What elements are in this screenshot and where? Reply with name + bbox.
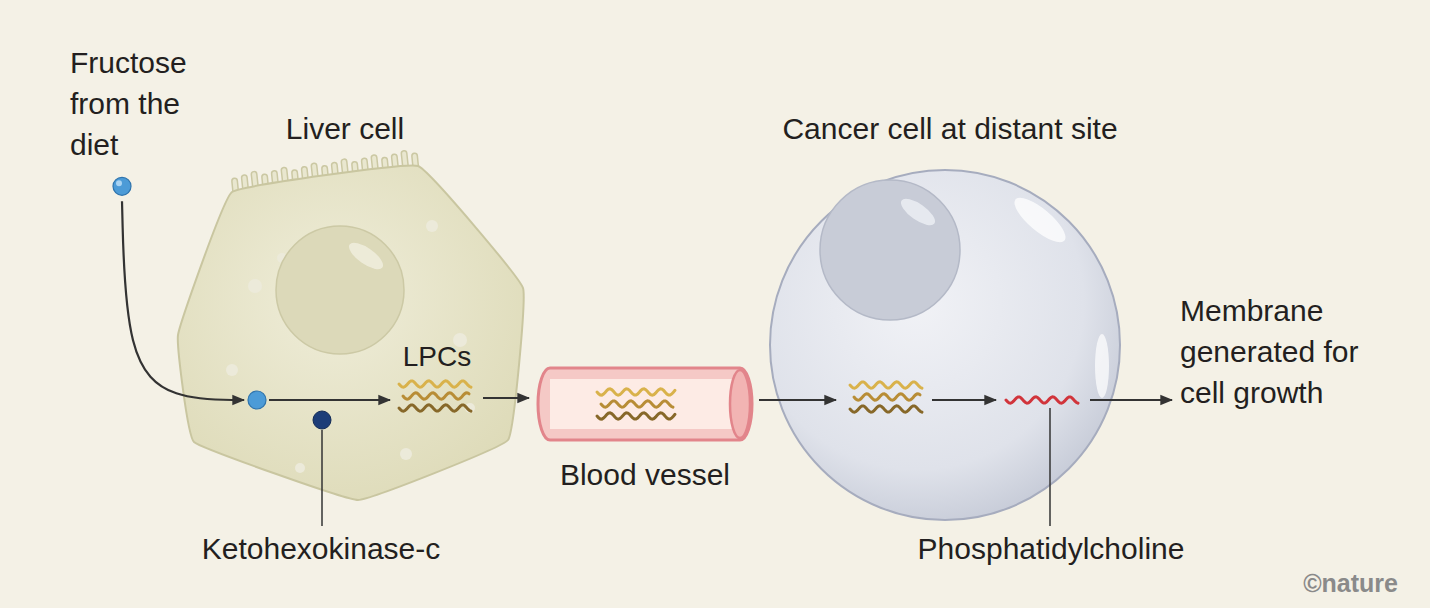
cancer-nucleus [820, 180, 960, 320]
cell-highlight [1095, 334, 1109, 398]
flow-connector [483, 397, 529, 399]
cancer-cell: Cancer cell at distant site [740, 108, 1160, 538]
node-text: Liver cell [170, 108, 520, 149]
lpc-molecule [850, 382, 922, 388]
source-label-drawing [113, 177, 131, 195]
leader-line [1049, 408, 1051, 526]
vesicle [400, 448, 412, 460]
fructose-dot [248, 391, 266, 409]
lpc-molecule [399, 405, 471, 411]
nucleus-highlight [897, 194, 939, 230]
lpc-cluster: LPCs [395, 338, 479, 424]
blood-vessel: Blood vessel [535, 362, 755, 495]
lpc-molecule [850, 406, 922, 412]
node-text: Membrane generated for cell growth [1180, 290, 1365, 413]
fructose-dot [113, 177, 131, 195]
callout-label: Ketohexokinase-c [202, 531, 440, 567]
lpc-molecule [403, 393, 469, 399]
liver-cell-body [178, 166, 524, 500]
node-text: LPCs [395, 338, 479, 376]
callout-label: Phosphatidylcholine [918, 531, 1185, 567]
liver-cell: Liver cellLPCs [170, 108, 520, 508]
liver-nucleus [276, 226, 404, 354]
node-text: Blood vessel [535, 454, 755, 495]
source-label: Fructose from the diet [70, 42, 230, 199]
lpc-molecule [597, 413, 675, 419]
node-text: Fructose from the diet [70, 42, 230, 165]
conversion-arrow [932, 399, 996, 401]
lpc-molecule [601, 401, 673, 407]
flow-connector [1090, 399, 1172, 401]
vesicle [248, 279, 262, 293]
cancer-cell-drawing [770, 170, 1120, 526]
vessel-lumen [550, 379, 740, 429]
dot-highlight [116, 180, 122, 186]
nucleus-highlight [345, 238, 387, 274]
cell-highlight [1008, 191, 1071, 249]
blood-vessel-drawing [538, 368, 752, 440]
vesicle [226, 364, 238, 376]
vesicle [295, 463, 305, 473]
phosphatidylcholine-molecule [1006, 397, 1078, 403]
lpc-molecule [597, 389, 675, 395]
vessel-opening [730, 370, 750, 438]
lpc-molecule [854, 394, 920, 400]
lpc-molecule [399, 381, 471, 387]
conversion-arrow [269, 399, 390, 401]
node-text: Cancer cell at distant site [740, 108, 1160, 149]
lpc-cluster-drawing [399, 381, 471, 411]
cancer-cell-shape [740, 108, 1160, 538]
liver-cell-shape [170, 108, 520, 508]
outcome-text: Membrane generated for cell growth [1180, 290, 1365, 413]
vessel-wall [538, 368, 752, 440]
enzyme-dot [313, 411, 331, 429]
leader-line [321, 430, 323, 526]
flow-connector [759, 399, 836, 401]
vesicle [426, 220, 438, 232]
cancer-cell-body [770, 170, 1120, 520]
credit-mark: ©nature [1303, 568, 1398, 598]
liver-cell-drawing [178, 154, 524, 526]
